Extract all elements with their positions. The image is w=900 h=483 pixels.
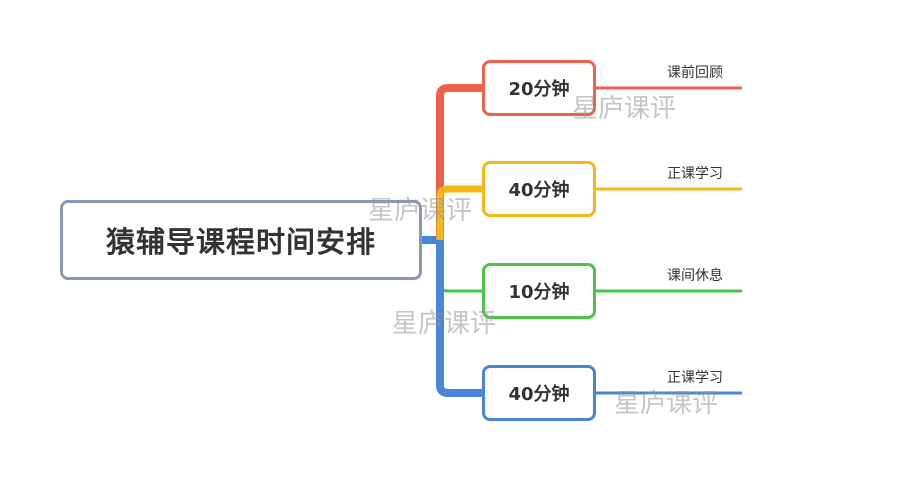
duration-label-1: 20分钟: [508, 79, 570, 100]
root-node[interactable]: 猿辅导课程时间安排: [60, 200, 422, 280]
activity-label-2[interactable]: 正课学习: [667, 166, 723, 182]
duration-label-3: 10分钟: [508, 282, 570, 303]
duration-node-3[interactable]: 10分钟: [482, 263, 596, 319]
root-label: 猿辅导课程时间安排: [105, 225, 376, 259]
activity-label-3[interactable]: 课间休息: [667, 268, 723, 284]
duration-node-2[interactable]: 40分钟: [482, 161, 596, 217]
duration-label-4: 40分钟: [508, 384, 570, 405]
branch-line-3: [438, 240, 482, 293]
duration-label-2: 40分钟: [508, 180, 570, 201]
activity-label-4[interactable]: 正课学习: [667, 370, 723, 386]
branch-line-2: [436, 185, 482, 240]
branch-line-4: [436, 240, 482, 397]
duration-node-4[interactable]: 40分钟: [482, 365, 596, 421]
activity-label-1[interactable]: 课前回顾: [667, 65, 723, 81]
duration-node-1[interactable]: 20分钟: [482, 60, 596, 116]
branch-line-1: [436, 84, 482, 240]
